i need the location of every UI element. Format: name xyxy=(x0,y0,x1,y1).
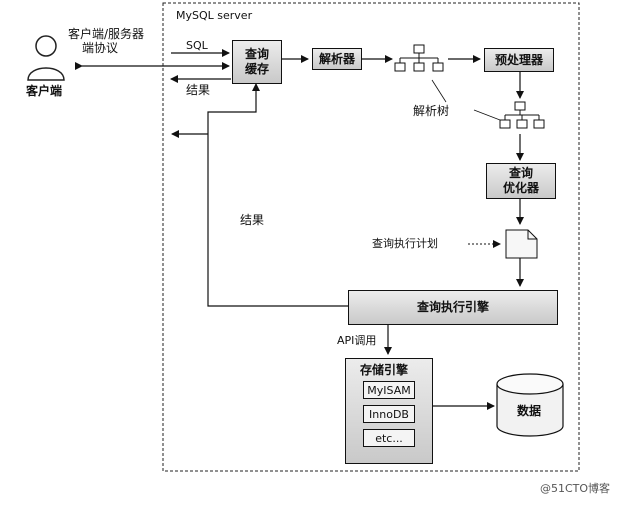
optimizer-box: 查询优化器 xyxy=(486,163,556,199)
watermark: @51CTO博客 xyxy=(540,482,611,495)
engine-item: MyISAM xyxy=(363,381,415,399)
preprocessor-box: 预处理器 xyxy=(484,48,554,72)
sql-label: SQL xyxy=(186,39,208,52)
person-icon xyxy=(27,35,65,81)
document-icon xyxy=(505,229,538,259)
execution-engine-label: 查询执行引擎 xyxy=(416,300,489,314)
storage-engine-box: 存储引擎 MyISAM InnoDB etc... xyxy=(345,358,433,464)
storage-engine-label: 存储引擎 xyxy=(360,363,409,377)
execution-plan-label: 查询执行计划 xyxy=(372,237,438,250)
parse-tree-label: 解析树 xyxy=(413,104,450,118)
protocol-label-line1: 客户端/服务器 xyxy=(68,27,145,41)
preprocessor-label: 预处理器 xyxy=(494,52,543,67)
query-cache-line1: 查询 xyxy=(244,47,269,61)
protocol-label-line2: 端协议 xyxy=(82,41,119,55)
tree-icon xyxy=(499,101,545,129)
result-top-label: 结果 xyxy=(186,83,211,97)
execution-engine-box: 查询执行引擎 xyxy=(348,290,558,325)
optimizer-line2: 优化器 xyxy=(502,181,539,195)
parser-label: 解析器 xyxy=(318,51,355,66)
server-title: MySQL server xyxy=(176,9,253,22)
engine-item: InnoDB xyxy=(363,405,415,423)
client-label: 客户端 xyxy=(26,84,63,98)
data-label: 数据 xyxy=(517,404,542,418)
engine-item: etc... xyxy=(363,429,415,447)
database-icon xyxy=(496,373,564,437)
server-frame xyxy=(162,2,580,472)
optimizer-line1: 查询 xyxy=(508,166,533,180)
api-call-label: API调用 xyxy=(337,334,377,347)
query-cache-box: 查询缓存 xyxy=(232,40,282,84)
query-cache-line2: 缓存 xyxy=(244,62,269,76)
tree-icon xyxy=(394,44,444,72)
result-left-label: 结果 xyxy=(240,213,265,227)
parser-box: 解析器 xyxy=(312,48,362,70)
